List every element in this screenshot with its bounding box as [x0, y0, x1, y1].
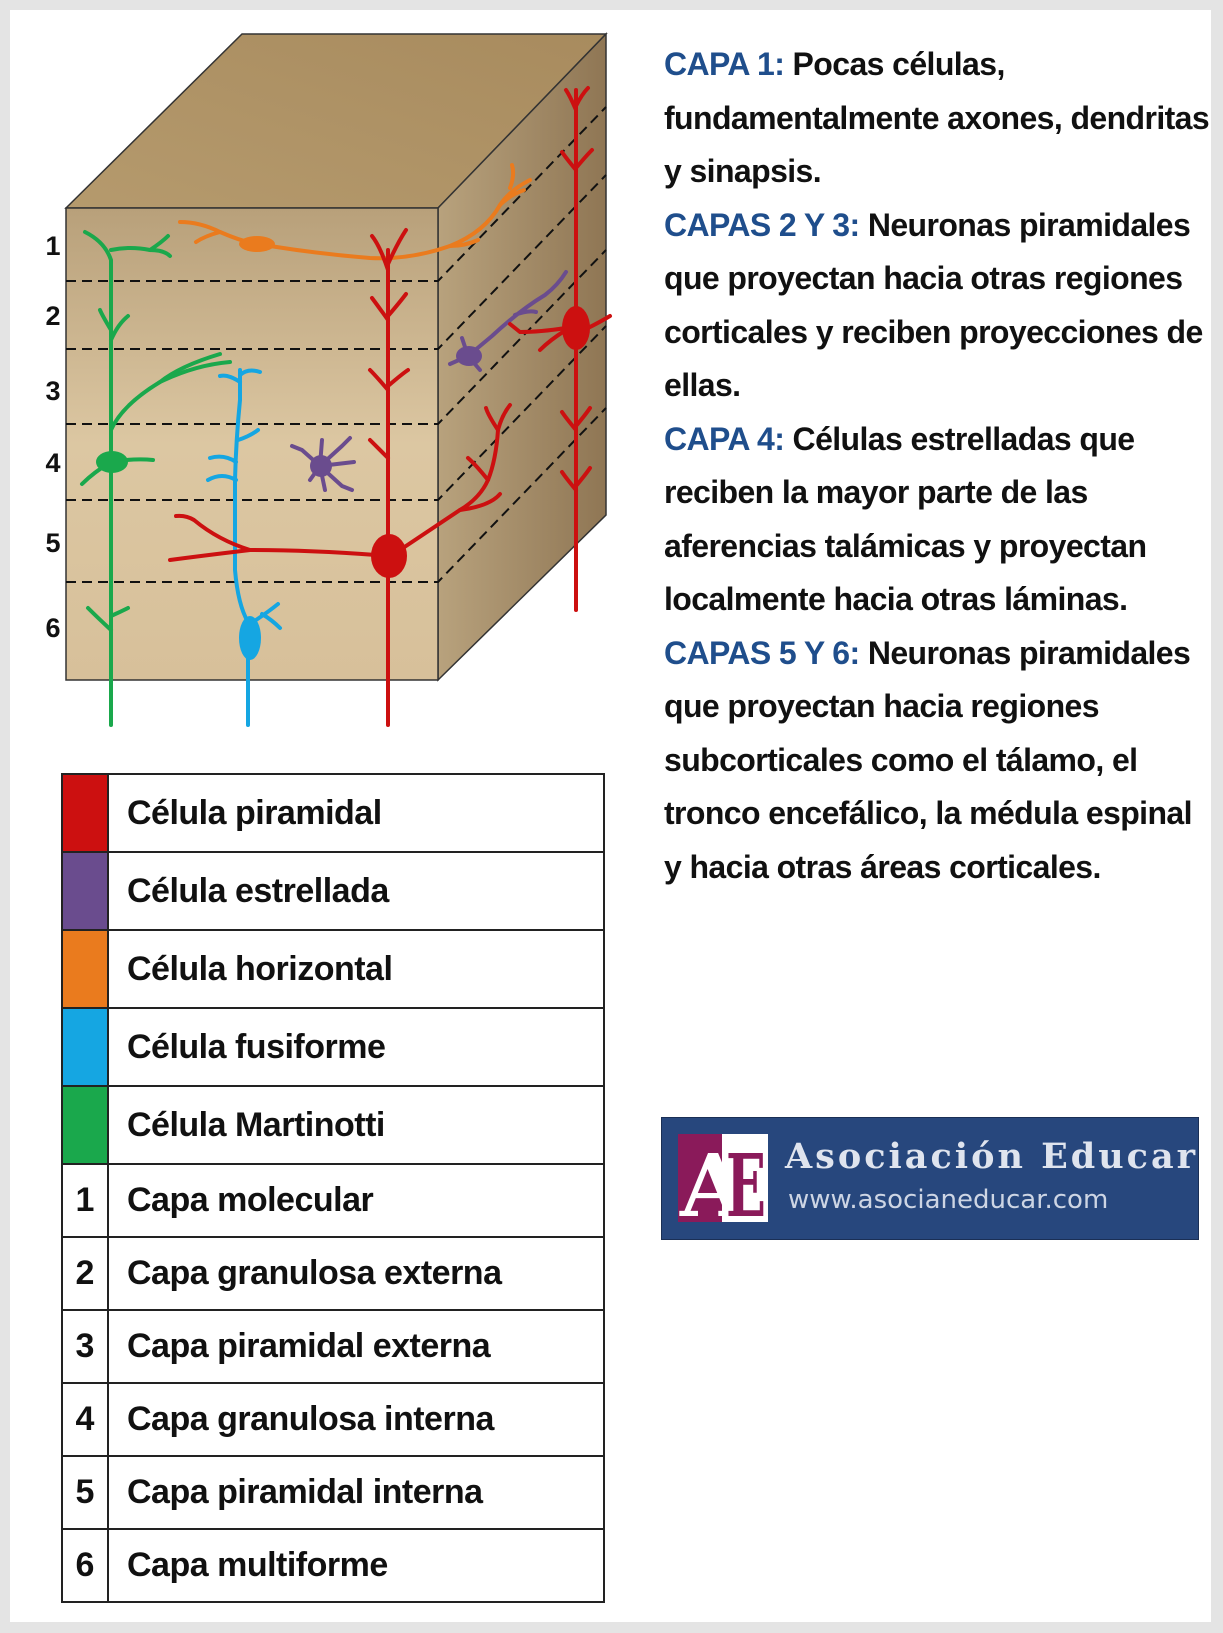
description-title: CAPA 4: [664, 420, 785, 457]
logo-letter-e: E [726, 1136, 766, 1222]
horizontal-cell [178, 163, 532, 261]
logo-url: www.asocianeducar.com [788, 1185, 1109, 1215]
layer-row-number: 2 [61, 1236, 109, 1311]
layer-row-number: 4 [61, 1382, 109, 1457]
description-layer-1: CAPA 1: Pocas células, fundamentalmente … [664, 38, 1212, 199]
ae-logo-mark: A E [678, 1134, 768, 1222]
description-layer-4: CAPA 4: Células estrelladas que reciben … [664, 413, 1212, 627]
pyramidal-side-soma [562, 306, 590, 350]
description-title: CAPA 1: [664, 46, 785, 82]
logo-org-name: Asociación Educar [785, 1136, 1199, 1177]
legend-label: Célula Martinotti [107, 1085, 605, 1165]
logo-letter-a: A [679, 1136, 748, 1222]
figure-frame: 1 2 3 4 5 6 Célula piramidal Célula estr… [10, 10, 1211, 1622]
description-layers-2-3: CAPAS 2 Y 3: Neuronas piramidales que pr… [664, 199, 1212, 413]
fusiform-soma [239, 616, 261, 660]
martinotti-soma [96, 451, 128, 473]
layer-row-label: Capa molecular [107, 1163, 605, 1238]
layer-row: 1 Capa molecular [61, 1163, 605, 1238]
legend-row: Célula Martinotti [61, 1085, 605, 1165]
description-text: Neuronas piramidales que proyectan hacia… [664, 634, 1193, 885]
layer-row-label: Capa multiforme [107, 1528, 605, 1603]
legend-label: Célula fusiforme [107, 1007, 605, 1087]
cortex-block-diagram [64, 32, 612, 727]
legend-label: Célula horizontal [107, 929, 605, 1009]
asociacion-educar-logo: A E Asociación Educar www.asocianeducar.… [661, 1117, 1199, 1240]
layer-row-label: Capa piramidal interna [107, 1455, 605, 1530]
description-text: Neuronas piramidales que proyectan hacia… [664, 206, 1203, 404]
layer-row-label: Capa granulosa externa [107, 1236, 605, 1311]
layer-number-2: 2 [45, 301, 61, 331]
legend-table: Célula piramidal Célula estrellada Célul… [61, 773, 605, 1603]
layer-descriptions: CAPA 1: Pocas células, fundamentalmente … [664, 38, 1212, 894]
description-title: CAPAS 2 Y 3: [664, 206, 860, 243]
legend-row: Célula estrellada [61, 851, 605, 931]
color-swatch-orange [61, 929, 109, 1009]
layer-row: 3 Capa piramidal externa [61, 1309, 605, 1384]
description-text: Pocas células, fundamentalmente axones, … [664, 46, 1210, 189]
legend-row: Célula horizontal [61, 929, 605, 1009]
layer-row-number: 5 [61, 1455, 109, 1530]
legend-label: Célula estrellada [107, 851, 605, 931]
legend-label: Célula piramidal [107, 773, 605, 853]
stellate-soma [310, 455, 332, 477]
description-layers-5-6: CAPAS 5 Y 6: Neuronas piramidales que pr… [664, 627, 1212, 895]
color-swatch-blue [61, 1007, 109, 1087]
color-swatch-red [61, 773, 109, 853]
pyramidal-cell [168, 228, 512, 727]
layer-number-5: 5 [45, 528, 61, 558]
description-title: CAPAS 5 Y 6: [664, 634, 860, 671]
layer-number-3: 3 [45, 376, 61, 406]
color-swatch-purple [61, 851, 109, 931]
legend-row: Célula piramidal [61, 773, 605, 853]
pyramidal-soma [371, 534, 407, 578]
layer-row-label: Capa piramidal externa [107, 1309, 605, 1384]
layer-row: 6 Capa multiforme [61, 1528, 605, 1603]
layer-number-1: 1 [45, 231, 61, 261]
layer-number-6: 6 [45, 613, 61, 643]
layer-boundaries [66, 106, 607, 583]
layer-number-4: 4 [45, 448, 61, 478]
stellate-side-soma [456, 346, 482, 366]
legend-row: Célula fusiforme [61, 1007, 605, 1087]
description-text: Células estrelladas que reciben la mayor… [664, 420, 1147, 618]
layer-row-number: 6 [61, 1528, 109, 1603]
color-swatch-green [61, 1085, 109, 1165]
layer-row: 5 Capa piramidal interna [61, 1455, 605, 1530]
fusiform-cell [206, 368, 282, 727]
layer-row-number: 3 [61, 1309, 109, 1384]
layer-row-number: 1 [61, 1163, 109, 1238]
layer-row: 4 Capa granulosa interna [61, 1382, 605, 1457]
martinotti-cell [80, 230, 232, 727]
layer-row-label: Capa granulosa interna [107, 1382, 605, 1457]
layer-row: 2 Capa granulosa externa [61, 1236, 605, 1311]
horizontal-soma [239, 236, 275, 252]
